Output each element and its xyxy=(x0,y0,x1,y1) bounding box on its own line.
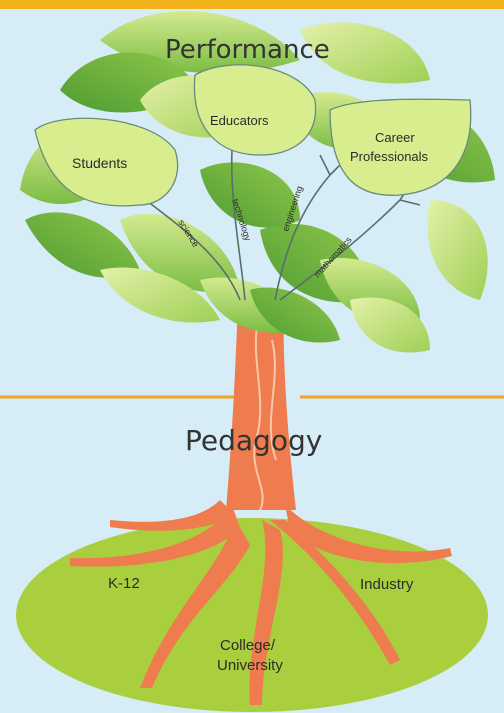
bubble-label-students: Students xyxy=(72,155,127,171)
roots xyxy=(70,500,452,705)
ground-label-industry: Industry xyxy=(360,576,414,593)
bubble-educators xyxy=(193,64,317,156)
trunk-texture-2 xyxy=(269,339,277,461)
ground-label-college: College/ xyxy=(220,637,276,654)
bubble-students xyxy=(34,117,179,207)
bubble-label-professionals: Professionals xyxy=(350,149,429,164)
bubble-label-educators: Educators xyxy=(210,113,269,128)
bubble-career-professionals xyxy=(329,98,472,196)
bubble-label-career: Career xyxy=(375,130,415,145)
canopy-title: Performance xyxy=(165,35,330,65)
trunk-title: Pedagogy xyxy=(185,424,322,457)
ground-ellipse xyxy=(16,518,488,712)
ground-label-university: University xyxy=(217,657,283,674)
trunk-texture xyxy=(253,319,264,511)
ground-label-k12: K-12 xyxy=(108,575,140,592)
top-bar xyxy=(0,0,504,9)
